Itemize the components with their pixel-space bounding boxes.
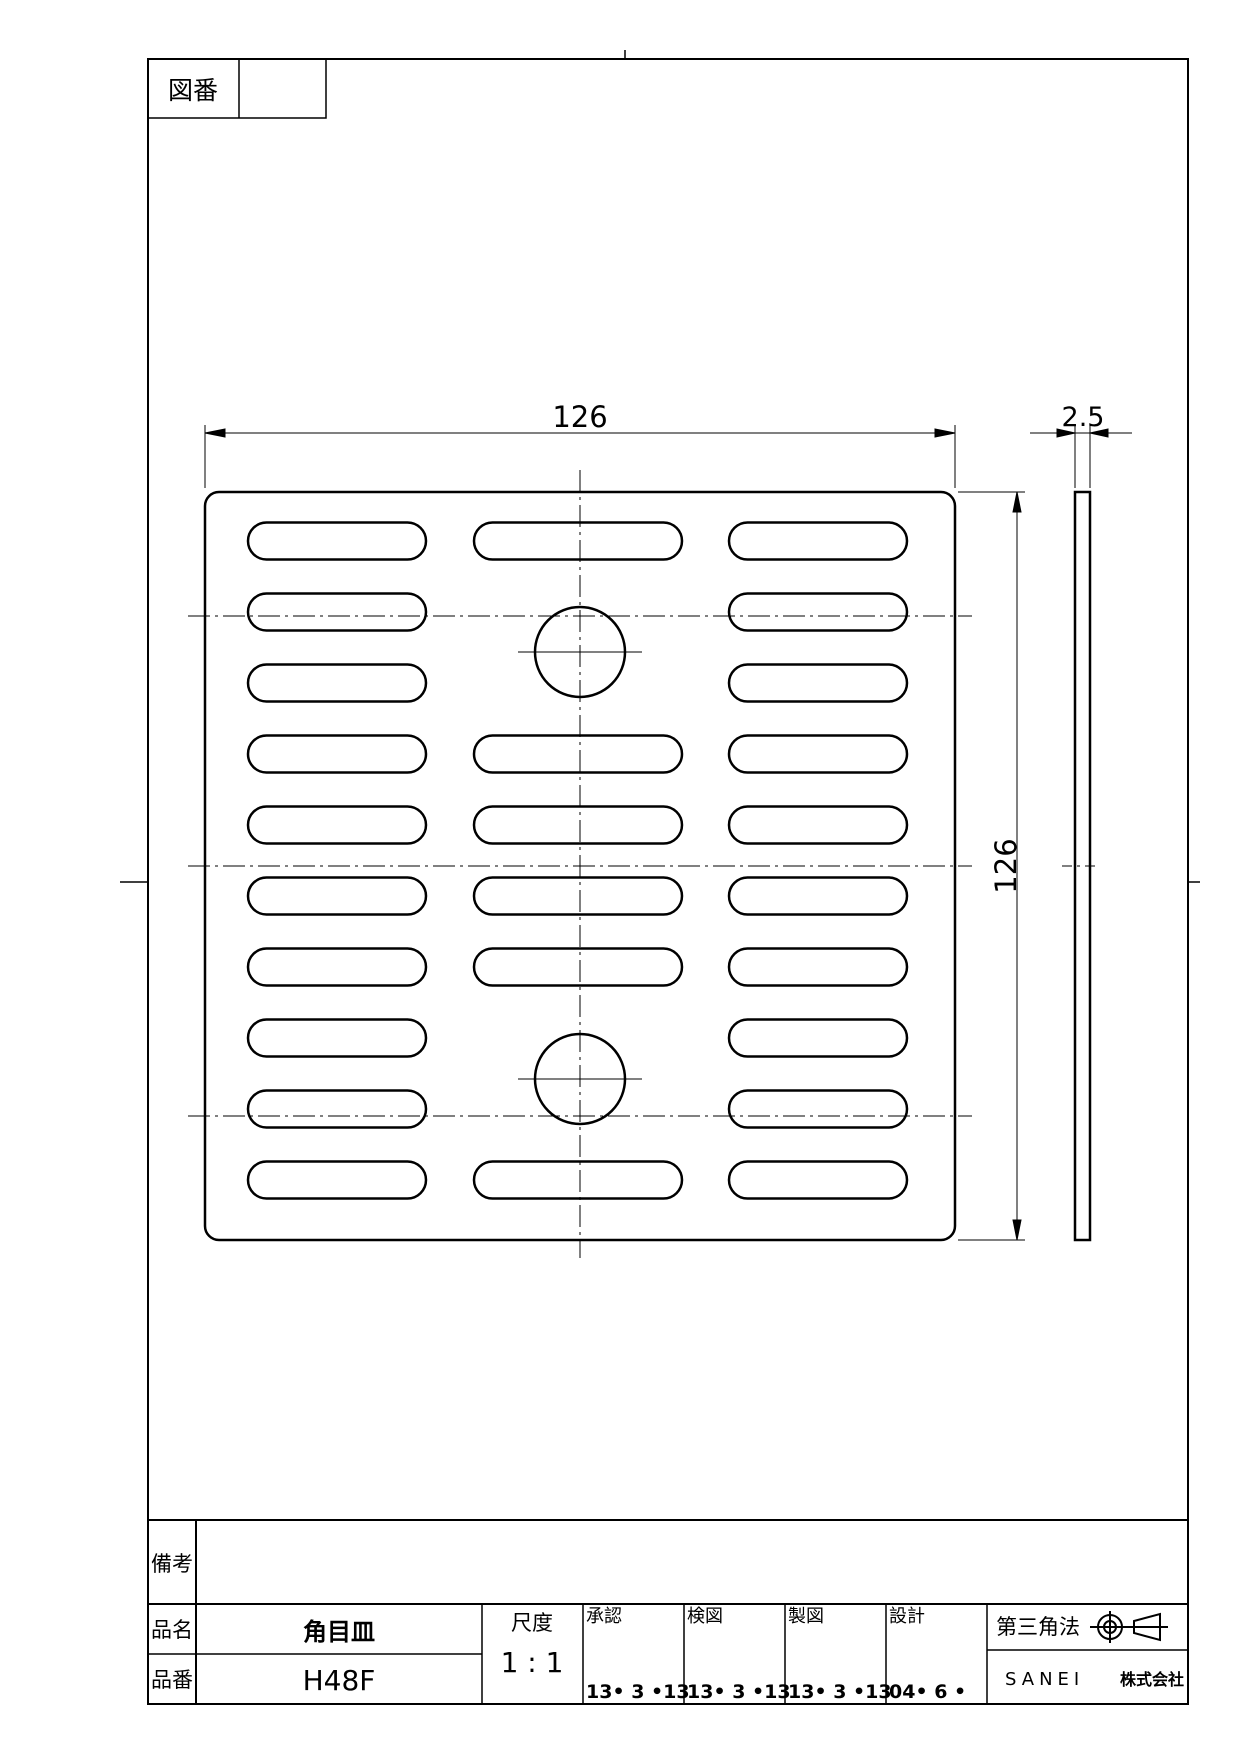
drain-slot <box>727 1160 909 1200</box>
check-label: 検図 <box>687 1606 723 1627</box>
width-dimension-label: 126 <box>552 400 607 434</box>
width-dimension <box>204 425 956 488</box>
drain-slot <box>472 521 684 561</box>
design-label: 設計 <box>889 1606 925 1627</box>
drain-slot <box>727 592 909 632</box>
drain-slot <box>472 1160 684 1200</box>
projection-label: 第三角法 <box>996 1615 1080 1639</box>
drain-slot <box>472 947 684 987</box>
name-label: 品名 <box>151 1618 193 1642</box>
drain-slot <box>246 1018 428 1058</box>
drain-slot <box>246 1160 428 1200</box>
drain-slot <box>246 663 428 703</box>
check-date: 13• 3 •13 <box>687 1681 791 1703</box>
drain-slot <box>727 521 909 561</box>
name-value: 角目皿 <box>303 1618 375 1646</box>
scale-label: 尺度 <box>511 1611 553 1635</box>
scale-value: 1 : 1 <box>501 1646 564 1679</box>
height-dimension-label: 126 <box>989 838 1023 893</box>
drain-slot <box>727 663 909 703</box>
drain-slot <box>246 805 428 845</box>
drain-slot <box>472 805 684 845</box>
thickness-dimension-label: 2.5 <box>1062 402 1105 433</box>
drain-slot <box>246 521 428 561</box>
design-date: 04• 6 • <box>889 1681 966 1703</box>
company-suffix: 株式会社 <box>1120 1670 1184 1689</box>
center-lines <box>188 470 972 1258</box>
drain-slot <box>727 1018 909 1058</box>
drain-slot <box>246 1089 428 1129</box>
drawing-number-box: 図番 <box>147 58 327 119</box>
approval-label: 承認 <box>586 1606 622 1627</box>
side-view: 2.5 <box>1030 402 1132 1242</box>
company-name: SANEI <box>1005 1669 1084 1690</box>
drain-slot <box>727 1089 909 1129</box>
front-view: 126 126 <box>188 400 1025 1258</box>
drain-slot <box>727 805 909 845</box>
drawn-label: 製図 <box>788 1606 824 1627</box>
drain-slot <box>246 876 428 916</box>
title-block: 備考 品名 角目皿 品番 H48F 尺度 1 : 1 承認 13• 3 •13 … <box>148 1519 1188 1704</box>
number-label: 品番 <box>151 1668 193 1692</box>
approval-date: 13• 3 •13 <box>586 1681 690 1703</box>
thickness-dimension <box>1030 425 1132 488</box>
drain-slot <box>246 947 428 987</box>
third-angle-projection-symbol <box>1090 1611 1168 1643</box>
drain-slot <box>246 592 428 632</box>
number-value: H48F <box>303 1664 376 1697</box>
drain-slot <box>472 876 684 916</box>
drawn-date: 13• 3 •13 <box>788 1681 892 1703</box>
height-dimension <box>958 491 1025 1241</box>
drain-slot <box>246 734 428 774</box>
drawing-number-label: 図番 <box>168 76 218 105</box>
remarks-label: 備考 <box>151 1552 193 1576</box>
drain-slot <box>727 876 909 916</box>
slot-group <box>246 521 909 1200</box>
drawing-frame <box>147 58 1189 1705</box>
drain-slot <box>472 734 684 774</box>
drain-slot <box>727 947 909 987</box>
drain-slot <box>727 734 909 774</box>
